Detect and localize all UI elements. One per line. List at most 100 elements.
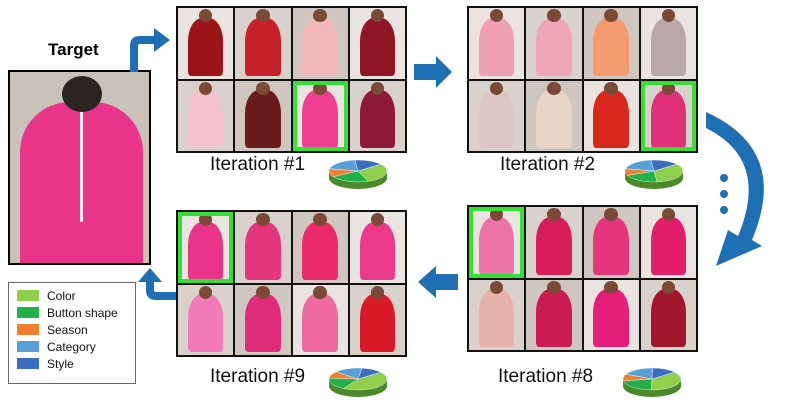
target-label: Target	[48, 40, 99, 59]
pie-slice	[625, 159, 655, 172]
coat-shape	[359, 294, 396, 353]
coat-shape	[478, 216, 515, 275]
model-head	[489, 9, 504, 23]
model-head	[547, 208, 561, 222]
model-head	[198, 213, 213, 227]
pie-slice	[357, 367, 382, 380]
model-head	[370, 81, 385, 95]
iteration-1-pie	[328, 159, 388, 189]
result-thumbnail	[583, 279, 639, 350]
result-thumbnail	[235, 80, 291, 151]
selected-highlight	[292, 80, 348, 151]
result-thumbnail	[583, 207, 639, 278]
legend-swatch	[17, 290, 39, 301]
result-thumbnail	[292, 80, 348, 151]
model-head	[547, 280, 561, 294]
coat-shape	[302, 17, 338, 76]
model-head	[313, 81, 327, 95]
legend-item-season: Season	[9, 321, 135, 338]
model-head	[661, 81, 676, 95]
model-head	[489, 280, 504, 294]
coat-shape	[359, 90, 396, 149]
ellipsis-dot	[720, 190, 728, 198]
pie-slice	[653, 163, 684, 183]
pie-slice	[651, 371, 682, 391]
result-thumbnail	[349, 212, 405, 283]
model-head	[604, 208, 618, 222]
coat-shape	[187, 221, 224, 280]
arrow-iter9-to-target	[138, 268, 176, 300]
model-head	[370, 213, 385, 227]
coat-shape	[593, 289, 629, 348]
coat-shape	[650, 17, 687, 76]
pie-slice	[354, 159, 382, 172]
model-head	[547, 81, 561, 95]
pie-slice	[329, 159, 359, 172]
coat-shape	[187, 294, 224, 353]
result-thumbnail	[235, 284, 291, 355]
result-thumbnail	[178, 8, 234, 79]
pie-slice	[650, 159, 678, 172]
model-head	[604, 81, 618, 95]
iteration-2-grid	[467, 6, 698, 153]
pie-slice	[357, 163, 388, 182]
model-head	[547, 9, 561, 23]
legend-label: Color	[47, 288, 76, 303]
result-thumbnail	[235, 8, 291, 79]
coat-shape	[593, 17, 629, 76]
result-thumbnail	[178, 212, 234, 283]
model-head	[370, 285, 385, 299]
coat-shape	[478, 289, 515, 348]
coat-shape	[536, 216, 572, 275]
coat-shape	[302, 294, 338, 353]
legend-item-style: Style	[9, 355, 135, 372]
model-head	[198, 81, 213, 95]
model-head	[198, 9, 213, 23]
coat-shape	[478, 17, 515, 76]
coat-shape	[536, 289, 572, 348]
result-thumbnail	[526, 80, 582, 151]
legend: Color Button shape Season Category Style	[8, 282, 136, 384]
selected-highlight	[469, 207, 525, 278]
result-thumbnail	[178, 80, 234, 151]
legend-label: Button shape	[47, 305, 118, 320]
coat-shape	[245, 90, 281, 149]
result-thumbnail	[469, 80, 525, 151]
coat-shape	[650, 90, 687, 149]
arrow-target-to-iter1	[130, 28, 170, 72]
legend-swatch	[17, 341, 39, 352]
result-thumbnail	[235, 212, 291, 283]
pie-slice	[627, 170, 658, 183]
result-thumbnail	[349, 80, 405, 151]
coat-shape	[245, 221, 281, 280]
target-necklace	[80, 112, 83, 222]
coat-shape	[302, 90, 338, 149]
iteration-2-label: Iteration #2	[500, 154, 596, 175]
model-head	[256, 9, 270, 23]
pie-slice	[332, 170, 369, 183]
result-thumbnail	[583, 80, 639, 151]
result-thumbnail	[526, 207, 582, 278]
coat-shape	[650, 216, 687, 275]
model-head	[604, 9, 618, 23]
coat-shape	[478, 90, 515, 149]
model-head	[661, 280, 676, 294]
legend-swatch	[17, 358, 39, 369]
iteration-1-grid	[176, 6, 407, 153]
result-thumbnail	[349, 8, 405, 79]
result-thumbnail	[469, 279, 525, 350]
ellipsis-dot	[720, 206, 728, 214]
model-head	[489, 81, 504, 95]
model-head	[256, 285, 270, 299]
result-thumbnail	[292, 212, 348, 283]
result-thumbnail	[640, 279, 696, 350]
model-head	[313, 213, 327, 227]
model-head	[198, 285, 213, 299]
selected-highlight	[178, 212, 234, 283]
model-head	[313, 285, 327, 299]
result-thumbnail	[583, 8, 639, 79]
coat-shape	[650, 289, 687, 348]
result-thumbnail	[640, 207, 696, 278]
iteration-1-label: Iteration #1	[210, 154, 306, 175]
iteration-2-pie	[624, 159, 684, 189]
